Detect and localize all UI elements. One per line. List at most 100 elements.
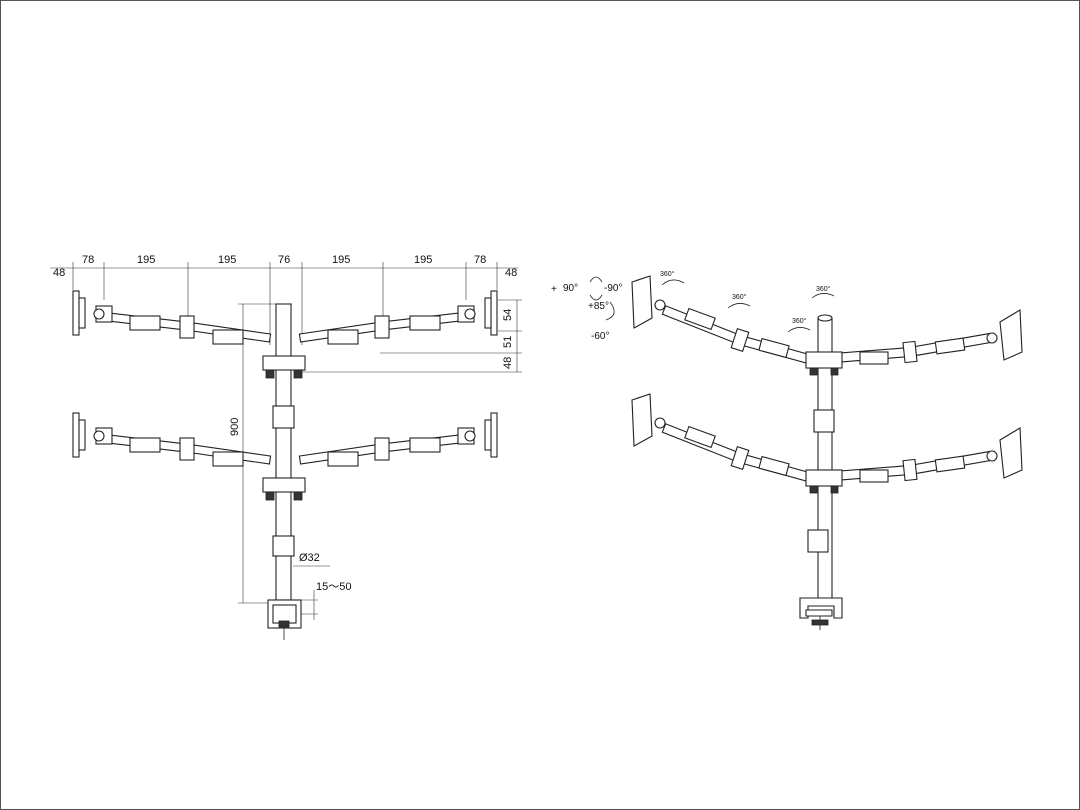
arm-joint [179, 315, 195, 339]
pivot [986, 332, 998, 344]
vesa-bracket [484, 297, 492, 329]
pole-hub [262, 477, 306, 493]
tilt-arrow-icon [589, 276, 603, 283]
vesa-bracket [78, 419, 86, 451]
pivot [93, 308, 105, 320]
hub-knob [293, 491, 303, 501]
pivot [654, 299, 666, 311]
dim-48-side: 48 [502, 357, 514, 369]
label-swivel-neg: -60° [591, 331, 609, 342]
vesa-plate [999, 309, 1023, 361]
perspective-arm-sets [631, 275, 1023, 494]
arm-joint [902, 340, 918, 364]
dim-195-d: 195 [414, 254, 432, 266]
front-pole [272, 303, 295, 601]
label-plus: + [551, 284, 557, 295]
arm-cover [129, 315, 161, 331]
dim-51: 51 [502, 336, 514, 348]
pivot [93, 430, 105, 442]
rotate-arrow-b-icon [727, 303, 751, 309]
arm-joint [730, 327, 750, 353]
dim-76: 76 [278, 254, 290, 266]
arm-cover [934, 455, 966, 473]
rotate-arrow-d-icon [787, 327, 811, 333]
arm-cover [859, 351, 889, 365]
arm-joint [179, 437, 195, 461]
label-rot-b: 360° [732, 293, 747, 301]
arm-cover [212, 451, 244, 467]
pole-hub [262, 355, 306, 371]
perspective-desk-clamp [799, 597, 843, 630]
label-rot-d: 360° [792, 317, 807, 325]
hub-knob [809, 485, 818, 494]
dim-195-b: 195 [218, 254, 236, 266]
label-rot-a: 360° [660, 270, 675, 278]
label-rot-c: 360° [816, 285, 831, 293]
top-dimension-line [50, 262, 518, 345]
dim-900: 900 [229, 418, 241, 436]
dim-48-left: 48 [53, 267, 65, 279]
arm-cover [327, 451, 359, 467]
dim-48-right: 48 [505, 267, 517, 279]
rotate-arrow-a-icon [661, 279, 685, 286]
hub-knob [265, 369, 275, 379]
rotate-arrow-c-icon [811, 293, 835, 299]
pivot [986, 450, 998, 462]
label-swivel-pos: +85° [588, 301, 609, 312]
vesa-plate [999, 427, 1023, 479]
arm-cover [859, 469, 889, 483]
arm-tier [72, 412, 498, 501]
arm-cover [758, 337, 790, 359]
arm-tier [72, 290, 498, 379]
arm-joint [730, 445, 750, 471]
arm-tier [631, 275, 1023, 376]
arm-cover [409, 437, 441, 453]
arm-cover [758, 455, 790, 477]
label-tilt-pos: 90° [563, 283, 578, 294]
pivot [654, 417, 666, 429]
label-tilt-neg: -90° [604, 283, 622, 294]
arm-cover [129, 437, 161, 453]
arm-cover [212, 329, 244, 345]
front-view-drawing: 48 78 195 195 76 195 195 78 48 54 51 48 … [50, 254, 522, 640]
pole-hub [805, 351, 843, 369]
arm-cover [327, 329, 359, 345]
dim-clamp-range: 15～50 [316, 581, 351, 593]
arm-cover [684, 307, 716, 331]
pivot [464, 308, 476, 320]
vesa-plate [631, 275, 653, 329]
vesa-plate [631, 393, 653, 447]
arm-cover [934, 337, 966, 355]
arm-tier [631, 393, 1023, 494]
arm-cover [409, 315, 441, 331]
dim-78-right: 78 [474, 254, 486, 266]
dim-195-c: 195 [332, 254, 350, 266]
dim-diameter: Ø32 [299, 552, 320, 564]
dim-195-a: 195 [137, 254, 155, 266]
hub-knob [830, 485, 839, 494]
pole-hub [805, 469, 843, 487]
arm-joint [374, 437, 390, 461]
vesa-bracket [484, 419, 492, 451]
vesa-plate [72, 290, 80, 336]
perspective-view-drawing: + 90° -90° +85° -60° 360° 360° 360° 360° [551, 270, 1023, 630]
dim-78-left: 78 [82, 254, 94, 266]
pivot [464, 430, 476, 442]
tilt-arrow-lower-icon [589, 294, 603, 301]
arm-cover [684, 425, 716, 449]
hub-knob [809, 367, 818, 376]
dim-54: 54 [502, 309, 514, 321]
perspective-pole [807, 314, 835, 604]
hub-knob [265, 491, 275, 501]
arm-joint [902, 458, 918, 482]
front-arm-sets [72, 290, 498, 501]
hub-knob [830, 367, 839, 376]
arm-joint [374, 315, 390, 339]
vesa-plate [490, 290, 498, 336]
rotation-indicators [589, 276, 835, 333]
vesa-bracket [78, 297, 86, 329]
vesa-plate [490, 412, 498, 458]
front-desk-clamp [267, 590, 318, 640]
swivel-arrow-icon [605, 301, 615, 321]
